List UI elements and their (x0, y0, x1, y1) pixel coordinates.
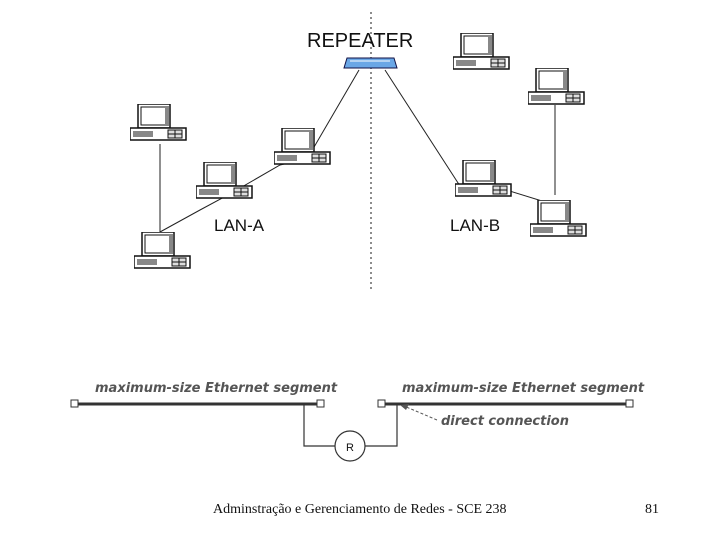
direct-connection-arrow (403, 405, 438, 421)
repeater-link-right (365, 404, 398, 447)
repeater-symbol-label: R (346, 442, 354, 454)
lan-a-cables (159, 69, 360, 233)
lan-b-computer-1 (453, 33, 510, 70)
segment-left-label: maximum-size Ethernet segment (95, 381, 338, 396)
footer: Adminstração e Gerenciamento de Redes - … (0, 500, 720, 522)
direct-connection-label: direct connection (441, 414, 569, 429)
lan-b-computer-2 (528, 68, 585, 105)
lan-a-computer-3 (196, 162, 253, 199)
repeater-link (303, 404, 335, 447)
segment-right (377, 399, 634, 408)
arrowhead-icon (400, 404, 409, 410)
page-number: 81 (645, 502, 659, 517)
lan-b-computer-4 (530, 200, 587, 237)
lan-b-label: LAN-B (450, 216, 500, 235)
lan-a-label: LAN-A (214, 216, 265, 235)
repeater-device (343, 57, 398, 69)
lan-a-computer-4 (134, 232, 191, 269)
repeater-symbol (334, 430, 366, 462)
repeater-label: REPEATER (307, 30, 413, 52)
footer-title: Adminstração e Gerenciamento de Redes - … (213, 502, 507, 517)
segment-left (70, 399, 325, 408)
lan-a-computer-1 (130, 104, 187, 141)
segment-right-label: maximum-size Ethernet segment (402, 381, 645, 396)
lan-b-computer-3 (455, 160, 512, 197)
